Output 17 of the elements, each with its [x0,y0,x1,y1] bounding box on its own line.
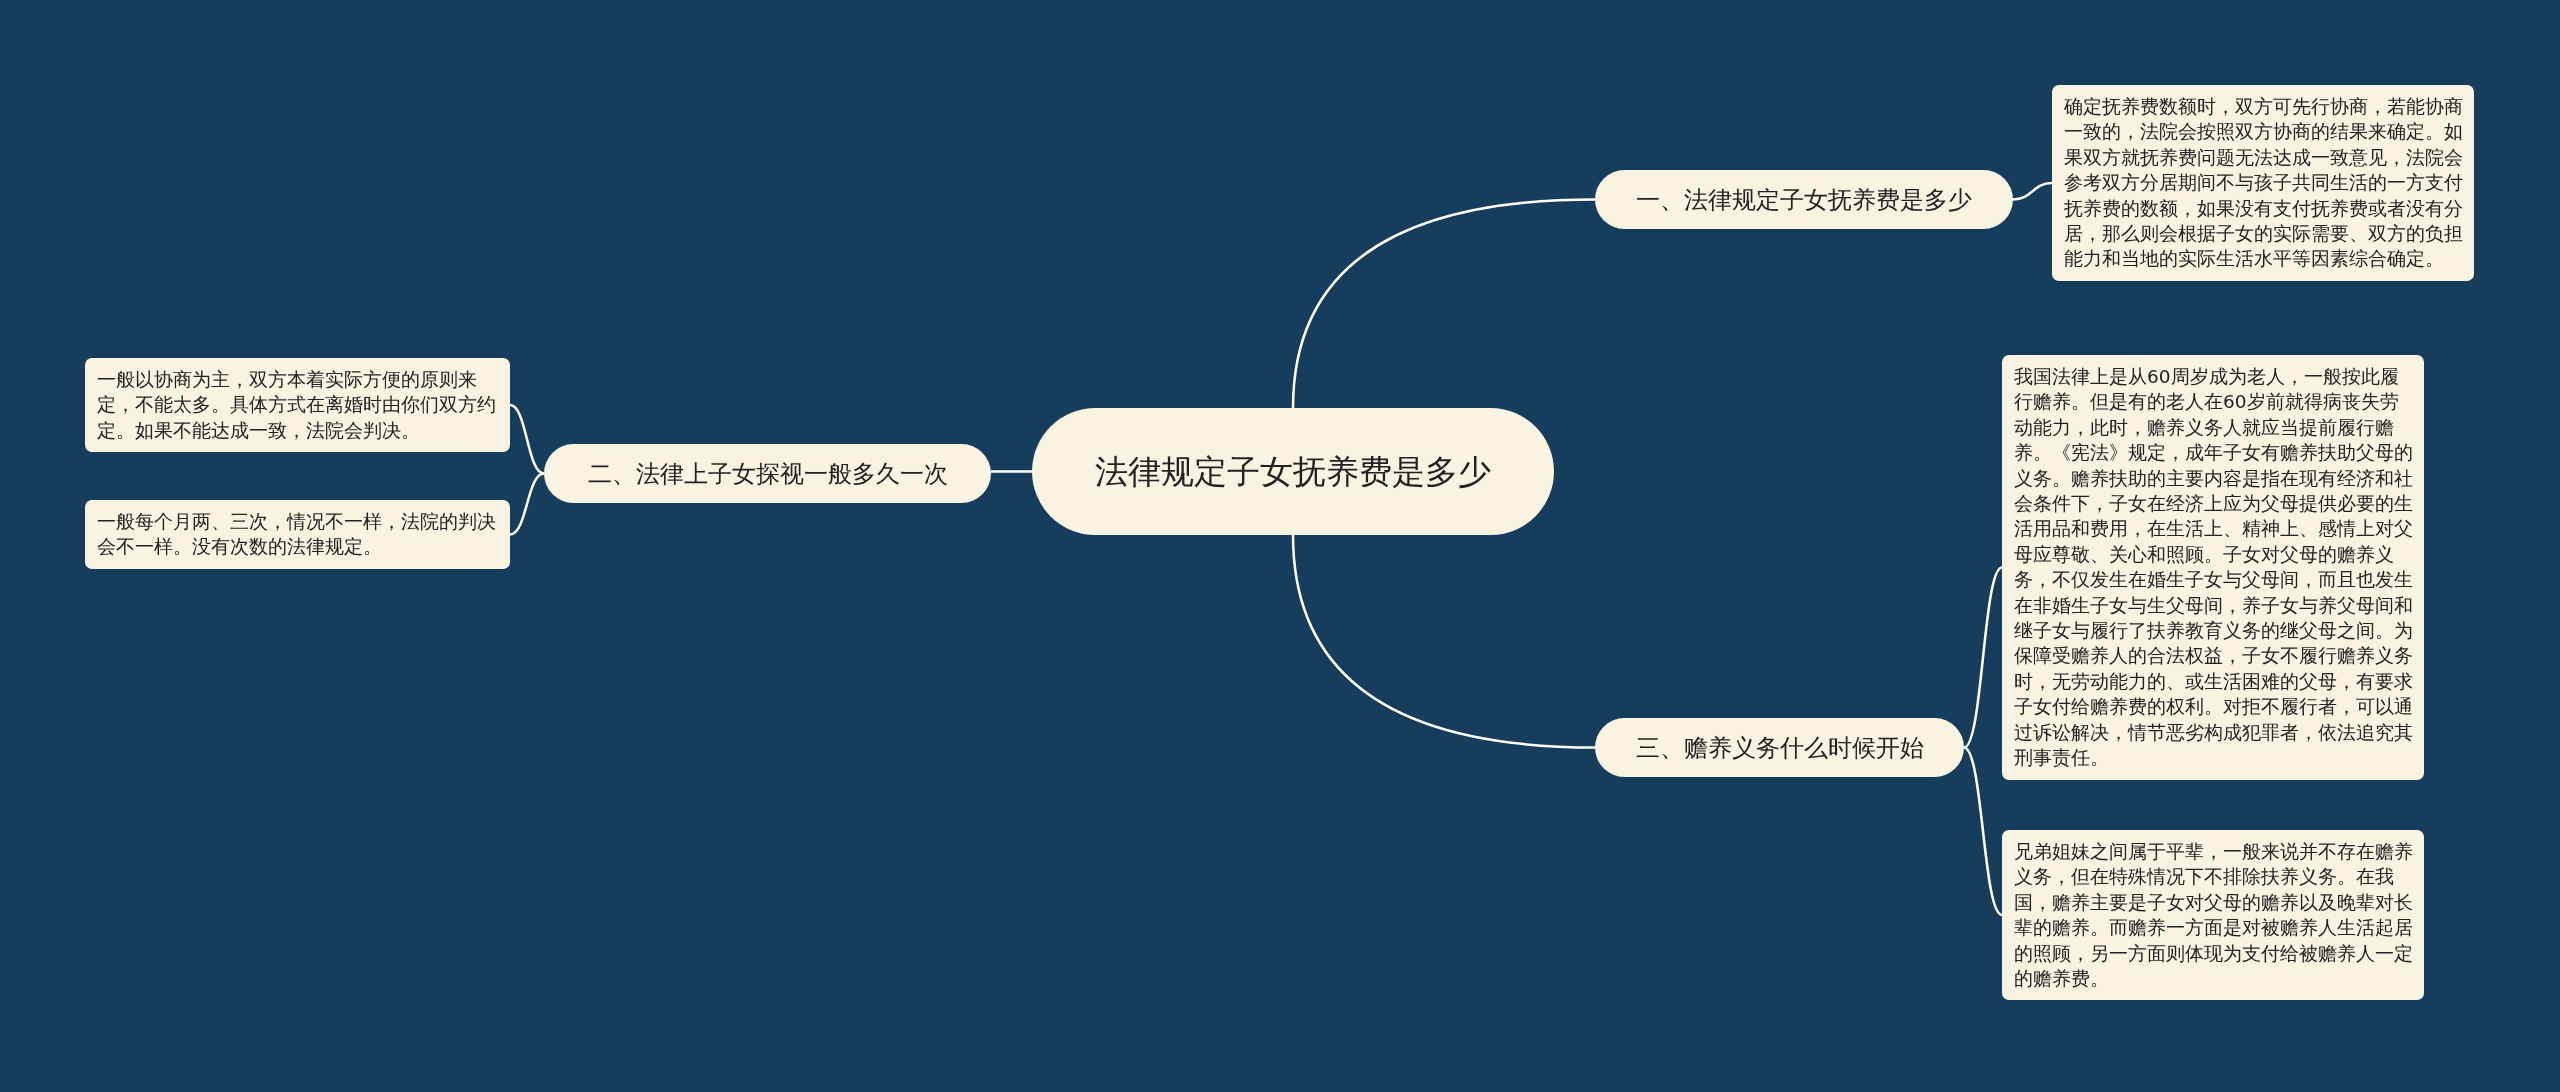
connector-line [1291,198,1596,409]
text-card: 一般以协商为主，双方本着实际方便的原则来定，不能太多。具体方式在离婚时由你们双方约定。如果不能达成一致，法院会判决。 [85,358,510,453]
connector-line [509,472,545,536]
connector-line [1963,566,2003,749]
topic-box: 一、法律规定子女抚养费是多少 [1595,170,2013,229]
text-card: 兄弟姐妹之间属于平辈，一般来说并不存在赡养义务，但在特殊情况下不排除扶养义务。在我国，赡养主要是子女对父母的赡养以及晚辈对长辈的赡养。而赡养一方面是对被赡养人生活起居的照顾，另一方面则体现为支付给被赡养人一定的赡养费。 [2002,830,2424,1001]
topic-box: 三、赡养义务什么时候开始 [1595,718,1964,777]
text-card: 确定抚养费数额时，双方可先行协商，若能协商一致的，法院会按照双方协商的结果来确定。如果双方就抚养费问题无法达成一致意见，法院会参考双方分居期间不与孩子共同生活的一方支付抚养费的数额，如果没有支付抚养费或者没有分居，那么则会根据子女的实际需要、双方的负担能力和当地的实际生活水平等因素综合确定。 [2052,85,2474,281]
connector-line [2012,181,2053,201]
topic-box: 二、法律上子女探视一般多久一次 [544,444,991,503]
text-card: 一般每个月两、三次，情况不一样，法院的判决会不一样。没有次数的法律规定。 [85,500,510,569]
connector-line [1963,746,2003,916]
connector-line [509,403,545,475]
connector-line [991,470,1032,473]
text-card: 我国法律上是从60周岁成为老人，一般按此履行赡养。但是有的老人在60岁前就得病丧失劳动能力，此时，赡养义务人就应当提前履行赡养。《宪法》规定，成年子女有赡养扶助父母的义务。赡养扶助的主要内容是指在现有经济和社会条件下，子女在经济上应为父母提供必要的生活用品和费用，在生活上、精神上、感情上对父母应尊敬、关心和照顾。子女对父母的赡养义务，不仅发生在婚生子女与父母间，而且也发生在非婚生子女与生父母间，养子女与养父母间和继子女与履行了扶养教育义务的继父母之间。为保障受赡养人的合法权益，子女不履行赡养义务时，无劳动能力的、或生活困难的父母，有要求子女付给赡养费的权利。对拒不履行者，可以通过诉讼解决，情节恶劣构成犯罪者，依法追究其刑事责任。 [2002,355,2424,780]
connector-line [1291,534,1596,749]
central-topic: 法律规定子女抚养费是多少 [1032,408,1554,535]
